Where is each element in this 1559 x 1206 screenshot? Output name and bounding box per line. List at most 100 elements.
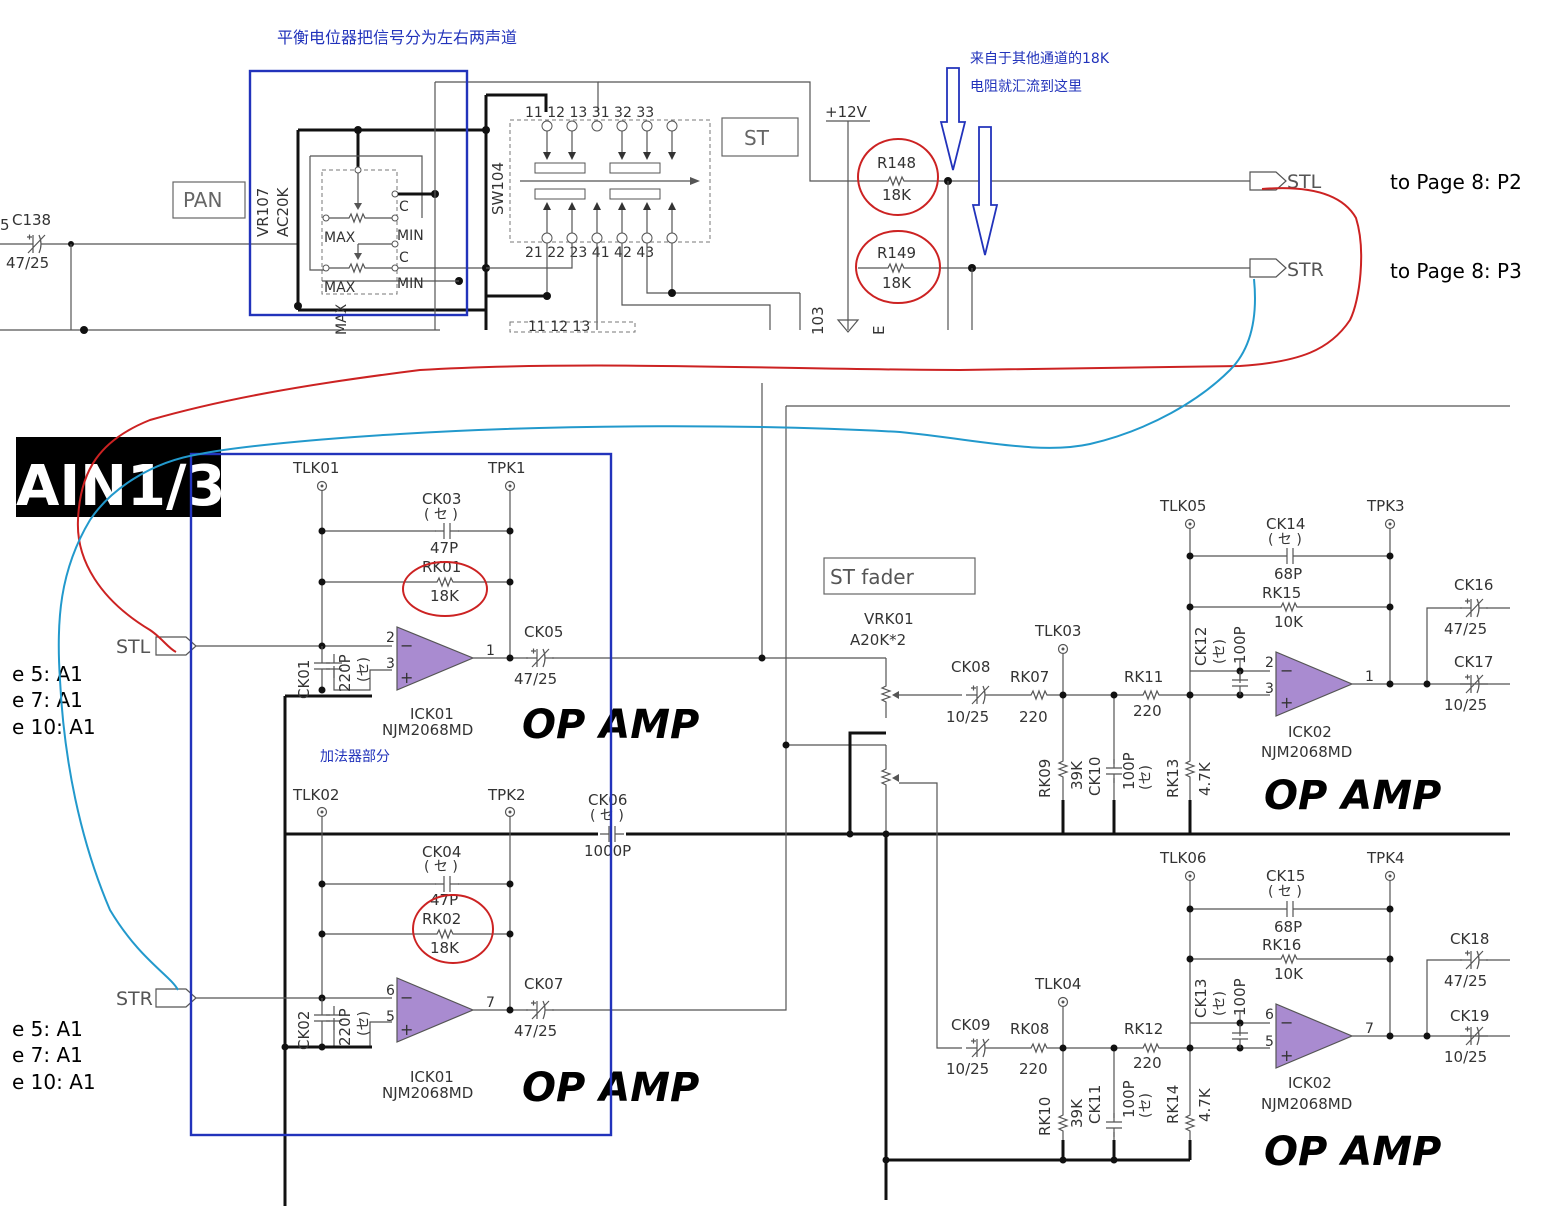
v12-label: +12V	[825, 103, 868, 121]
vr107-label: VR107	[254, 188, 272, 237]
left-ref-4: e 5: A1	[12, 1017, 83, 1041]
str-input-label: STR	[116, 988, 153, 1010]
svg-text:−: −	[1280, 661, 1293, 680]
ck14-label: CK14	[1266, 515, 1305, 533]
left-ref-2: e 7: A1	[12, 688, 83, 712]
ck14-value: 68P	[1274, 565, 1302, 583]
min2-label: MIN	[397, 276, 424, 292]
ick01a-opamp	[396, 626, 475, 691]
op-amp-d: OP AMP	[1264, 1129, 1441, 1175]
ck11-label: CK11	[1086, 1085, 1104, 1124]
rk01-value: 18K	[430, 587, 460, 605]
st-fader-label: ST fader	[830, 565, 915, 589]
page-ref-p2: to Page 8: P2	[1390, 170, 1522, 194]
ck06-label: CK06	[588, 791, 627, 809]
rk13-value: 4.7K	[1196, 761, 1214, 796]
rk02-value: 18K	[430, 939, 460, 957]
op-amp-c: OP AMP	[1264, 773, 1441, 819]
rk14-label: RK14	[1164, 1085, 1182, 1124]
ick02b-opamp	[1275, 1003, 1354, 1069]
page-ref-p3: to Page 8: P3	[1390, 259, 1522, 283]
fader-section: ST fader VRK01 A20K*2 CK08 10/25 RK07 22…	[758, 383, 1510, 1200]
ck15-type: ( セ )	[1268, 884, 1302, 900]
ck02-label: CK02	[295, 1011, 313, 1050]
ick01b-pin5: 5	[386, 1009, 395, 1025]
tpk3-label: TPK3	[1366, 497, 1405, 515]
ck04-type: ( セ )	[424, 859, 458, 875]
str-cyan-wire	[57, 278, 1256, 991]
ck04-value: 47P	[430, 891, 458, 909]
sum-note-1: 来自于其他通道的18K	[970, 51, 1110, 67]
rk01-highlight	[402, 561, 488, 617]
ck01-value: 220P	[336, 654, 354, 692]
ck10-type: (セ)	[1138, 765, 1154, 790]
vrk01-value: A20K*2	[850, 631, 906, 649]
rk16-value: 10K	[1274, 965, 1304, 983]
ck16-value: 47/25	[1444, 620, 1487, 638]
ck06-type: ( セ )	[590, 808, 624, 824]
tlk02-label: TLK02	[292, 786, 339, 804]
ck03-label: CK03	[422, 490, 461, 508]
tlk03-label: TLK03	[1034, 622, 1081, 640]
ck04-label: CK04	[422, 843, 461, 861]
ck09-label: CK09	[951, 1016, 990, 1034]
ck07-label: CK07	[524, 975, 563, 993]
ac20k-label: AC20K	[274, 186, 292, 237]
ck14-type: ( セ )	[1268, 532, 1302, 548]
rk15-label: RK15	[1262, 584, 1301, 602]
ain-banner-text: AIN1/3	[16, 454, 225, 519]
ick01a-label: ICK01	[410, 705, 454, 723]
svg-text:+: +	[1280, 1046, 1293, 1065]
ick01a-part: NJM2068MD	[382, 721, 473, 739]
left-ref-5: e 7: A1	[12, 1043, 83, 1067]
mix-section: AIN1/3 e 5: A1 e 7: A1 e 10: A1 e 5: A1 …	[12, 437, 1510, 1206]
pan-highlight-box	[248, 69, 469, 317]
max-side-label: MAX	[334, 303, 350, 335]
ck12-label: CK12	[1192, 627, 1210, 666]
left-ref-3: e 10: A1	[12, 715, 96, 739]
ick01b-part: NJM2068MD	[382, 1084, 473, 1102]
ck08-value: 10/25	[946, 708, 989, 726]
pan-note: 平衡电位器把信号分为左右两声道	[277, 28, 517, 47]
ick01a-pin2: 2	[386, 630, 395, 646]
rk10-label: RK10	[1036, 1097, 1054, 1136]
ck13-value: 100P	[1231, 978, 1249, 1016]
ck16-label: CK16	[1454, 576, 1493, 594]
n103-label: 103	[809, 306, 827, 335]
ck17-value: 10/25	[1444, 696, 1487, 714]
ck12-value: 100P	[1231, 626, 1249, 664]
r149-label: R149	[877, 244, 916, 262]
rk07-value: 220	[1019, 708, 1048, 726]
ick01b-pin6: 6	[386, 983, 395, 999]
tpk4-label: TPK4	[1366, 849, 1405, 867]
ck01-type: (セ)	[356, 657, 372, 682]
rk11-value: 220	[1133, 702, 1162, 720]
r149-highlight	[855, 230, 941, 304]
tlk06-label: TLK06	[1159, 849, 1206, 867]
ick01b-pin7: 7	[486, 995, 495, 1011]
r149-value: 18K	[882, 274, 912, 292]
rk01-label: RK01	[422, 558, 461, 576]
c138-value: 47/25	[6, 254, 49, 272]
ck15-value: 68P	[1274, 918, 1302, 936]
left-ref-1: e 5: A1	[12, 662, 83, 686]
stl-input-label: STL	[116, 636, 151, 658]
rk09-value: 39K	[1068, 760, 1086, 790]
c2-label: C	[399, 250, 409, 266]
ick02b-part: NJM2068MD	[1261, 1095, 1352, 1113]
svg-text:−: −	[400, 636, 413, 655]
ick02a-pin3: 3	[1265, 681, 1274, 697]
ck09-value: 10/25	[946, 1060, 989, 1078]
ck03-type: ( セ )	[424, 507, 458, 523]
ck19-label: CK19	[1450, 1007, 1489, 1025]
str-top-label: STR	[1287, 259, 1324, 281]
rk07-label: RK07	[1010, 668, 1049, 686]
rk14-value: 4.7K	[1196, 1087, 1214, 1122]
e-label: E	[870, 326, 888, 335]
rk12-value: 220	[1133, 1054, 1162, 1072]
svg-text:+: +	[400, 668, 413, 687]
svg-text:−: −	[400, 988, 413, 1007]
ck17-label: CK17	[1454, 653, 1493, 671]
tlk05-label: TLK05	[1159, 497, 1206, 515]
ck08-label: CK08	[951, 658, 990, 676]
